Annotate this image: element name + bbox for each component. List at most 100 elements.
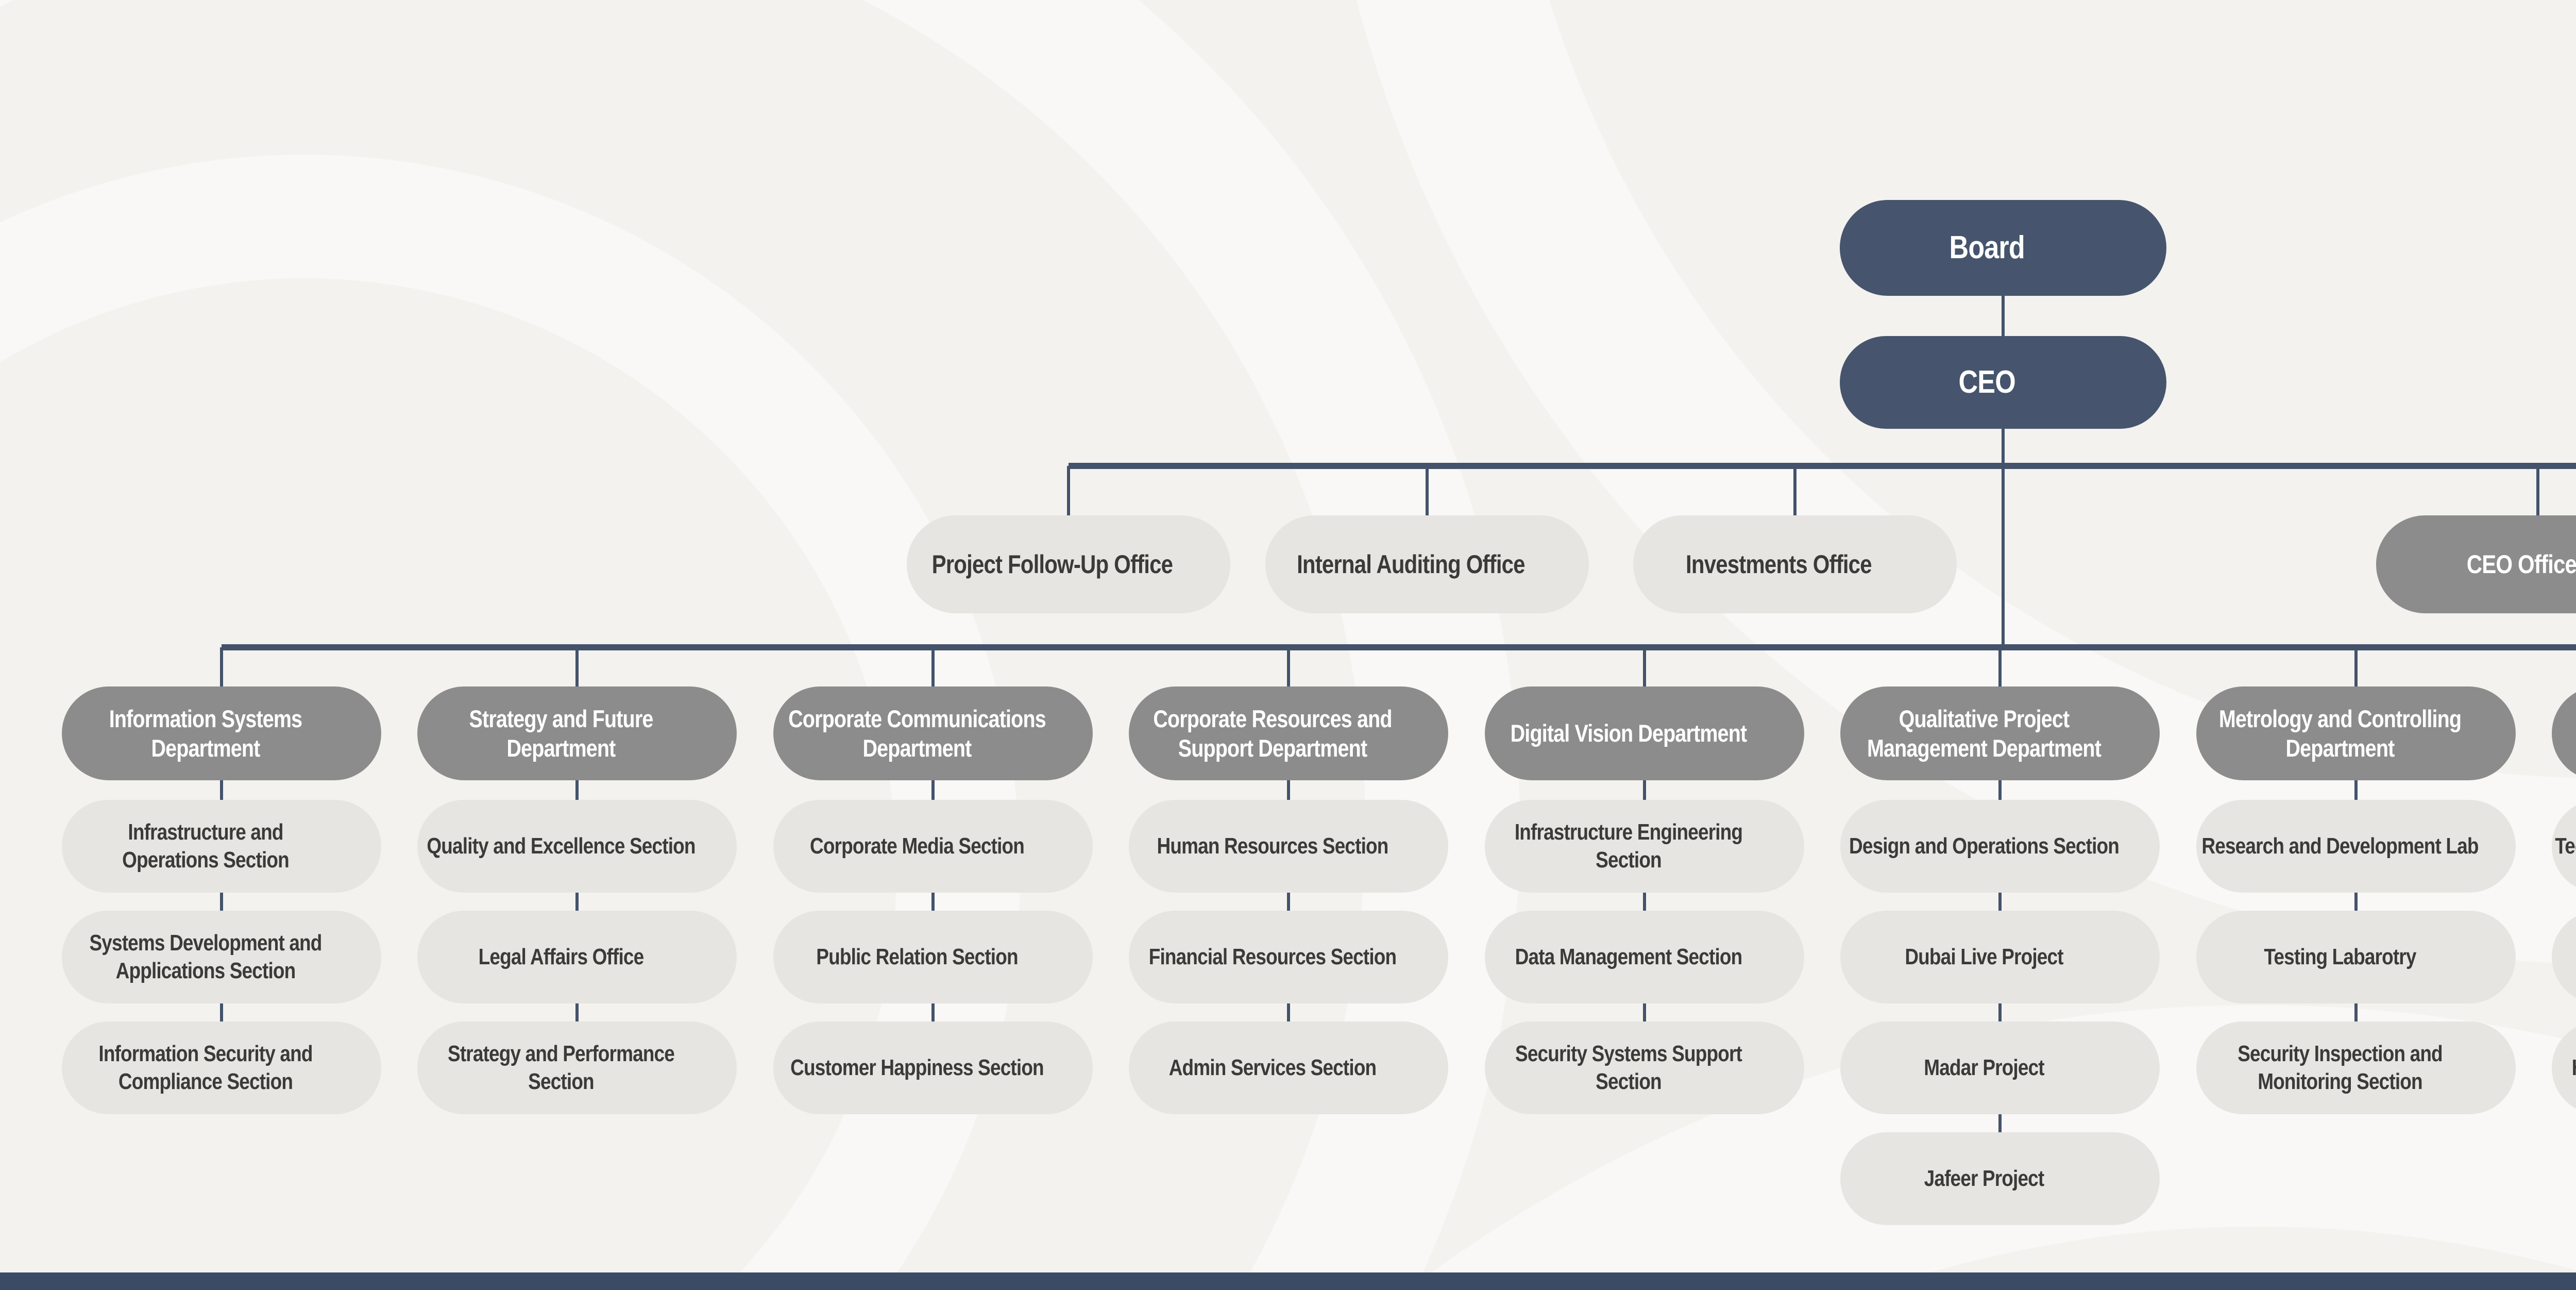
section-node-security-systems-support-section: Security Systems Support Section <box>1485 1021 1804 1114</box>
office-node-project-follow-up-office: Project Follow-Up Office <box>907 515 1230 613</box>
section-node-legal-affairs-office-label: Legal Affairs Office <box>478 944 645 970</box>
section-node-customer-happiness-section-label: Customer Happiness Section <box>790 1055 1044 1081</box>
department-node-qualitative-project-management-department-label: Qualitative Project Management Departmen… <box>1867 705 2102 762</box>
section-node-hazardous-materials-section: Hazardous Materials Section <box>2552 1021 2576 1114</box>
department-node-digital-vision-department-label: Digital Vision Department <box>1510 719 1748 747</box>
section-node-public-relation-section: Public Relation Section <box>773 911 1093 1003</box>
section-node-dubai-live-project: Dubai Live Project <box>1840 911 2160 1003</box>
section-node-financial-resources-section-label: Financial Resources Section <box>1148 944 1397 970</box>
department-node-digital-vision-department: Digital Vision Department <box>1485 686 1804 780</box>
section-node-security-inspection-and-monitoring-section: Security Inspection and Monitoring Secti… <box>2196 1021 2516 1114</box>
connector-line <box>1643 1003 1646 1021</box>
section-node-admin-services-section-label: Admin Services Section <box>1168 1055 1377 1081</box>
department-node-metrology-and-controlling-department-label: Metrology and Controlling Department <box>2218 705 2462 762</box>
section-node-quality-and-excellence-section: Quality and Excellence Section <box>417 800 737 893</box>
section-node-quality-and-excellence-section-label: Quality and Excellence Section <box>427 833 696 859</box>
section-node-madar-project-label: Madar Project <box>1924 1055 2044 1081</box>
section-node-dubai-live-project-label: Dubai Live Project <box>1905 944 2063 970</box>
connector-line <box>575 647 579 686</box>
department-node-corporate-resources-and-support-department: Corporate Resources and Support Departme… <box>1129 686 1448 780</box>
section-node-goods-permits-section-label: Goods Permits Section <box>2548 943 2576 971</box>
section-node-strategy-and-performance-section-label: Strategy and Performance Section <box>448 1041 675 1094</box>
section-node-legal-affairs-office: Legal Affairs Office <box>417 911 737 1003</box>
department-node-information-systems-department: Information Systems Department <box>62 686 381 780</box>
office-node-investments-office-label: Investments Office <box>1686 549 1872 579</box>
section-node-jafeer-project: Jafeer Project <box>1840 1132 2160 1225</box>
board-node: Board <box>1840 200 2166 296</box>
department-node-qualitative-project-management-department: Qualitative Project Management Departmen… <box>1840 686 2160 780</box>
section-node-technical-specifications-section-label: Technical Specifications Section <box>2555 833 2576 859</box>
department-node-metrology-and-controlling-department: Metrology and Controlling Department <box>2196 686 2516 780</box>
section-node-corporate-media-section-label: Corporate Media Section <box>809 833 1025 859</box>
connector-line <box>2354 780 2358 800</box>
connector-line <box>220 1003 223 1021</box>
connector-line <box>220 893 223 911</box>
section-node-human-resources-section-label: Human Resources Section <box>1157 833 1389 859</box>
connector-line <box>1998 647 2002 686</box>
connector-bar <box>222 644 2576 650</box>
section-node-information-security-and-compliance-section-label: Information Security and Compliance Sect… <box>98 1041 313 1094</box>
connector-line <box>1287 893 1290 911</box>
office-node-internal-auditing-office: Internal Auditing Office <box>1265 515 1589 613</box>
connector-line <box>1067 466 1070 515</box>
section-node-infrastructure-and-operations-section: Infrastructure and Operations Section <box>62 800 381 893</box>
ceo-node: CEO <box>1840 336 2166 429</box>
connector-line <box>1998 780 2002 800</box>
section-node-testing-labarotry: Testing Labarotry <box>2196 911 2516 1003</box>
section-node-systems-development-and-applications-section-label: Systems Development and Applications Sec… <box>89 930 322 983</box>
office-node-ceo-office-label: CEO Office <box>2466 549 2576 579</box>
section-node-infrastructure-and-operations-section-label: Infrastructure and Operations Section <box>122 819 290 873</box>
section-node-strategy-and-performance-section: Strategy and Performance Section <box>417 1021 737 1114</box>
office-node-internal-auditing-office-label: Internal Auditing Office <box>1297 549 1525 579</box>
connector-line <box>1793 466 1797 515</box>
department-node-strategy-and-future-department: Strategy and Future Department <box>417 686 737 780</box>
section-node-technical-specifications-section: Technical Specifications Section <box>2552 800 2576 893</box>
ceo-label: CEO <box>1958 364 2015 400</box>
section-node-jafeer-project-label: Jafeer Project <box>1924 1166 2045 1192</box>
section-node-infrastructure-engineering-section: Infrastructure Engineering Section <box>1485 800 1804 893</box>
section-node-customer-happiness-section: Customer Happiness Section <box>773 1021 1093 1114</box>
connector-line <box>1998 1114 2002 1132</box>
section-node-madar-project: Madar Project <box>1840 1021 2160 1114</box>
connector-line <box>2354 1003 2358 1021</box>
section-node-testing-labarotry-label: Testing Labarotry <box>2264 944 2416 970</box>
connector-line <box>575 893 579 911</box>
section-node-systems-development-and-applications-section: Systems Development and Applications Sec… <box>62 911 381 1003</box>
connector-line <box>1426 466 1429 515</box>
office-node-project-follow-up-office-label: Project Follow-Up Office <box>931 549 1173 579</box>
office-node-ceo-office: CEO Office <box>2376 515 2576 613</box>
section-node-financial-resources-section: Financial Resources Section <box>1129 911 1448 1003</box>
connector-line <box>1287 780 1290 800</box>
section-node-design-and-operations-section: Design and Operations Section <box>1840 800 2160 893</box>
connector-line <box>575 780 579 800</box>
connector-line <box>1998 1003 2002 1021</box>
department-node-information-systems-department-label: Information Systems Department <box>109 705 302 762</box>
section-node-public-relation-section-label: Public Relation Section <box>816 944 1018 970</box>
connector-line <box>1287 647 1290 686</box>
connector-line <box>931 647 935 686</box>
connector-line <box>931 1003 935 1021</box>
section-node-admin-services-section: Admin Services Section <box>1129 1021 1448 1114</box>
connector-line <box>2354 893 2358 911</box>
section-node-corporate-media-section: Corporate Media Section <box>773 800 1093 893</box>
board-label: Board <box>1949 230 2025 266</box>
connector-line <box>2002 296 2005 336</box>
section-node-information-security-and-compliance-section: Information Security and Compliance Sect… <box>62 1021 381 1114</box>
connector-line <box>2354 647 2358 686</box>
connector-line <box>1287 1003 1290 1021</box>
connector-line <box>1643 647 1646 686</box>
connector-line <box>1643 893 1646 911</box>
section-node-infrastructure-engineering-section-label: Infrastructure Engineering Section <box>1514 819 1743 873</box>
connector-line <box>1998 893 2002 911</box>
department-node-restricted-goods-permits-department-label: Restricted Goods Permits Department <box>2548 704 2576 763</box>
section-node-goods-permits-section: Goods Permits Section <box>2552 911 2576 1003</box>
section-node-research-and-development-lab-label: Research and Development Lab <box>2201 833 2479 859</box>
department-node-strategy-and-future-department-label: Strategy and Future Department <box>469 705 654 762</box>
department-node-restricted-goods-permits-department: Restricted Goods Permits Department <box>2552 686 2576 780</box>
section-node-security-inspection-and-monitoring-section-label: Security Inspection and Monitoring Secti… <box>2238 1041 2443 1094</box>
connector-bar <box>1069 463 2576 469</box>
section-node-hazardous-materials-section-label: Hazardous Materials Section <box>2548 1054 2576 1082</box>
section-node-data-management-section: Data Management Section <box>1485 911 1804 1003</box>
connector-line <box>2536 466 2539 515</box>
